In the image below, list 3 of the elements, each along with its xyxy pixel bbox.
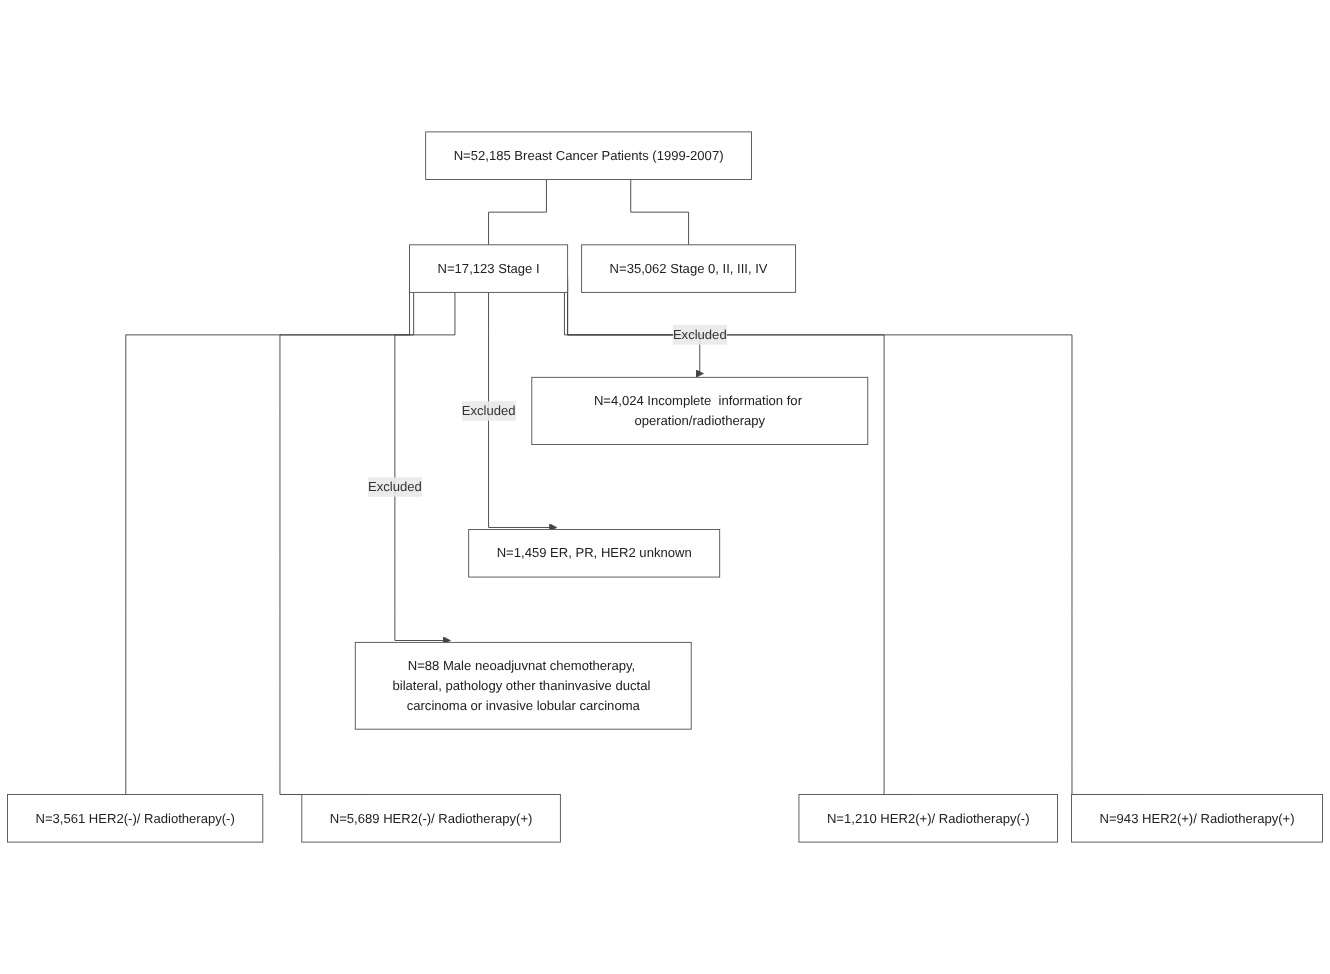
connector	[630, 179, 690, 246]
connector	[488, 179, 547, 246]
connector	[279, 291, 415, 795]
